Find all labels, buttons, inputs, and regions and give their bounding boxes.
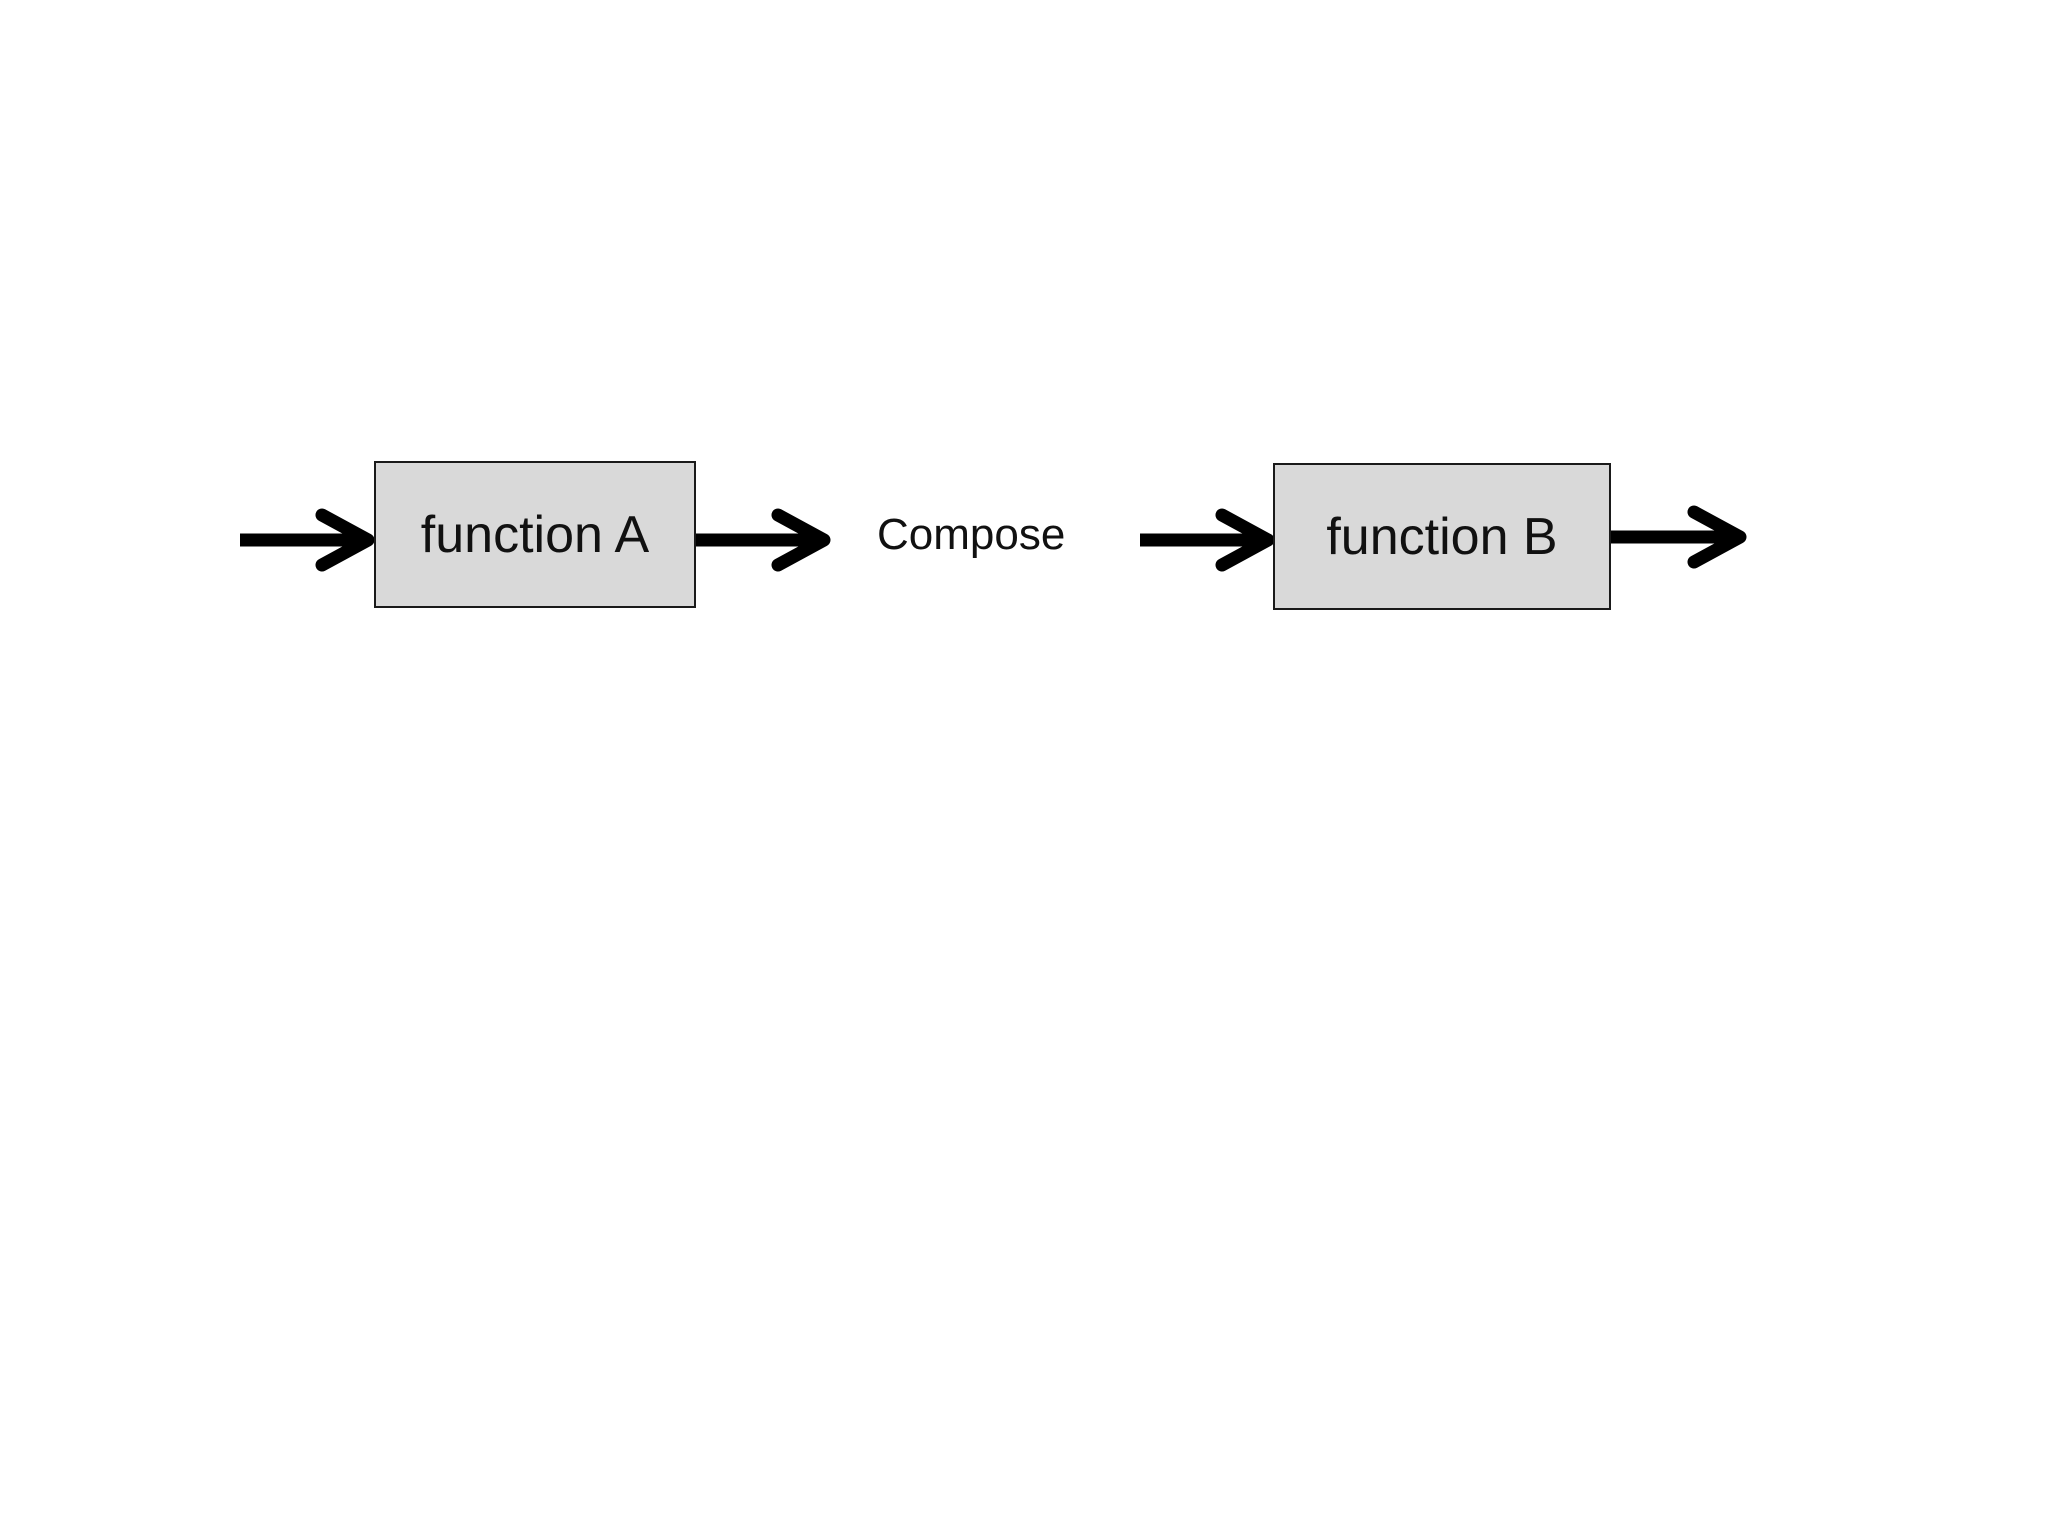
output-arrow-a — [696, 508, 831, 572]
compose-label: Compose — [877, 510, 1066, 559]
input-arrow-b — [1140, 508, 1275, 572]
function-b-label: function B — [1326, 507, 1558, 566]
function-a-label: function A — [420, 505, 650, 564]
output-arrow-b — [1611, 505, 1747, 569]
function-b-box: function B — [1273, 463, 1611, 610]
input-arrow-a — [240, 508, 375, 572]
function-a-box: function A — [374, 461, 696, 608]
